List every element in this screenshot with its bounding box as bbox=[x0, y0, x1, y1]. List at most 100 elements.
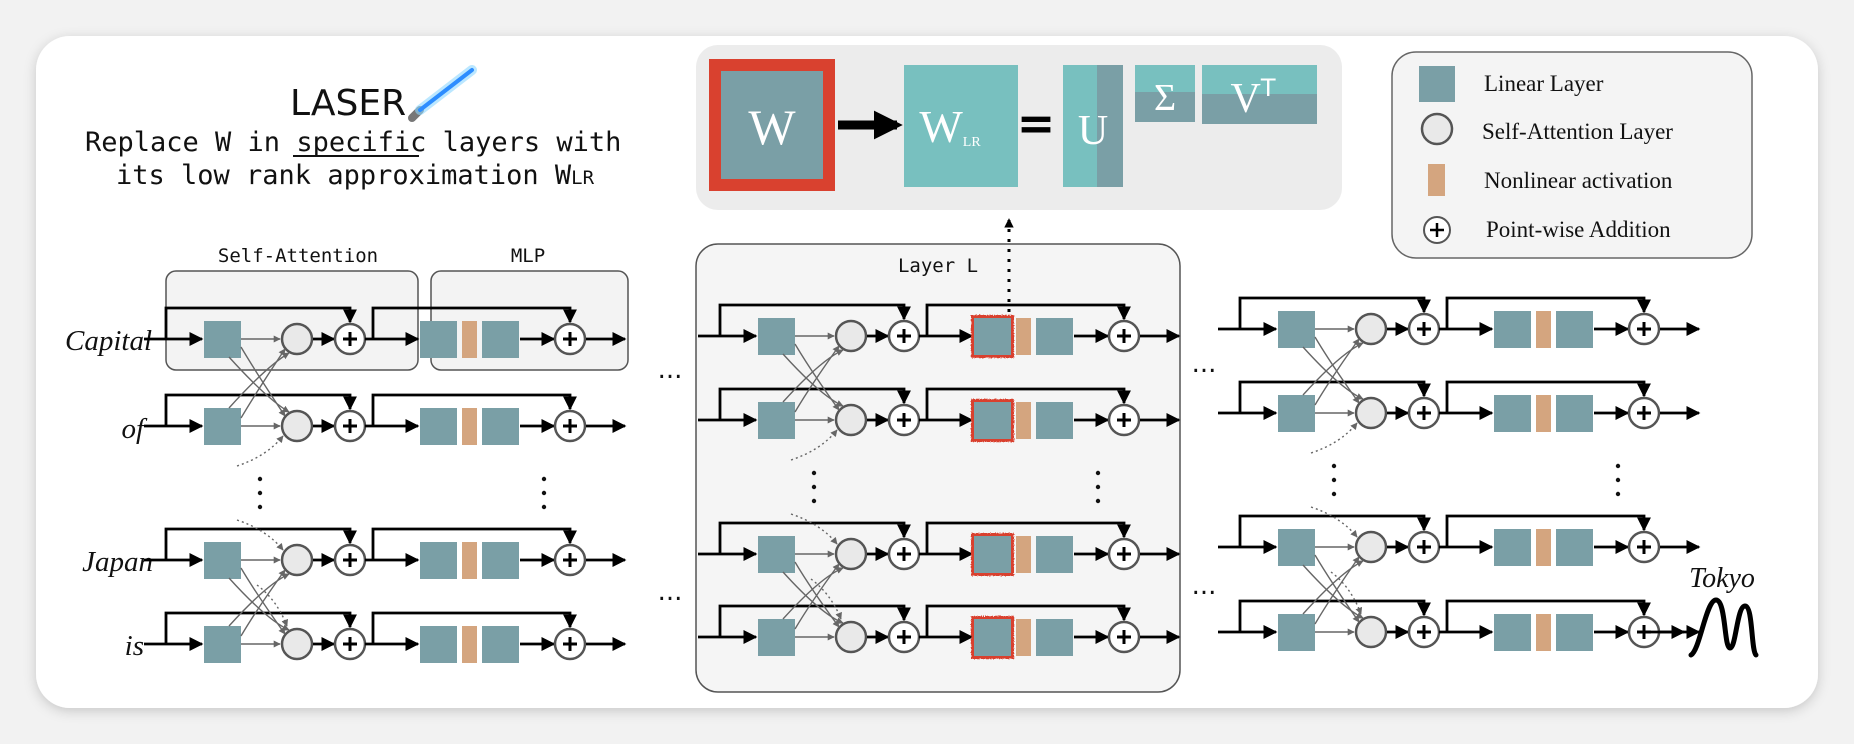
layer-row bbox=[1218, 380, 1701, 432]
ellipsis-bottom-1: ... bbox=[658, 577, 683, 607]
attention-connection bbox=[782, 567, 844, 620]
equation-w-matrix: W bbox=[709, 59, 835, 191]
ellipsis-dot bbox=[541, 504, 547, 510]
linear-layer bbox=[758, 318, 795, 355]
ellipsis-dot bbox=[257, 504, 263, 510]
attention-connection bbox=[810, 578, 842, 620]
residual-connection bbox=[925, 387, 1131, 420]
linear-layer bbox=[1556, 614, 1593, 651]
equation-u-matrix: U bbox=[1063, 65, 1123, 187]
ellipsis-dot bbox=[1615, 477, 1621, 483]
output-distribution-icon bbox=[1688, 597, 1759, 658]
pointwise-addition-node bbox=[1107, 403, 1141, 437]
ellipsis-dot bbox=[811, 470, 817, 476]
pointwise-addition-node bbox=[1107, 620, 1141, 654]
linear-layer bbox=[482, 626, 519, 663]
linear-layer bbox=[1036, 619, 1073, 656]
vertical-ellipsis bbox=[811, 470, 1101, 504]
token-is: is bbox=[125, 630, 144, 662]
linear-layer bbox=[1556, 529, 1593, 566]
ellipsis-dot bbox=[811, 498, 817, 504]
pointwise-addition-node bbox=[1107, 319, 1141, 353]
transformer-rows bbox=[144, 296, 1701, 663]
attention-connection bbox=[228, 356, 290, 413]
residual-connection bbox=[718, 521, 911, 554]
linear-layer bbox=[204, 321, 241, 358]
residual-connection bbox=[1238, 296, 1431, 329]
linear-layer bbox=[758, 402, 795, 439]
attention-connection bbox=[790, 429, 838, 461]
nonlinear-activation bbox=[1536, 311, 1551, 348]
pointwise-addition-node bbox=[1407, 396, 1441, 430]
pointwise-addition-node bbox=[553, 543, 587, 577]
svg-text:VT: VT bbox=[1230, 74, 1275, 122]
layer-row bbox=[698, 604, 1181, 659]
pointwise-addition-node bbox=[1407, 530, 1441, 564]
self-attention-block bbox=[165, 270, 419, 371]
attention-connection bbox=[782, 571, 844, 624]
residual-connection bbox=[1445, 514, 1651, 547]
ellipsis-dot bbox=[541, 490, 547, 496]
nonlinear-activation bbox=[462, 626, 477, 663]
nonlinear-activation bbox=[1016, 536, 1031, 573]
legend-box bbox=[1391, 51, 1753, 259]
linear-layer bbox=[974, 402, 1011, 439]
linear-layer bbox=[420, 321, 457, 358]
pointwise-addition-icon bbox=[1423, 216, 1451, 244]
self-attention-node bbox=[834, 620, 868, 654]
pointwise-addition-node bbox=[1627, 615, 1661, 649]
linear-layer bbox=[1494, 395, 1531, 432]
pointwise-addition-node bbox=[553, 409, 587, 443]
pointwise-addition-node bbox=[887, 319, 921, 353]
residual-connection bbox=[164, 611, 357, 644]
pointwise-addition-node bbox=[333, 409, 367, 443]
token-capital: Capital bbox=[65, 325, 152, 357]
layer-l-panel bbox=[695, 243, 1181, 693]
ellipsis-top-1: ... bbox=[658, 355, 683, 385]
attention-connection bbox=[256, 584, 289, 627]
attention-crosslinks bbox=[228, 346, 290, 637]
nonlinear-activation bbox=[1536, 529, 1551, 566]
layer-row bbox=[1218, 514, 1701, 566]
linear-layer bbox=[1278, 529, 1315, 566]
ellipsis-dot bbox=[1331, 477, 1337, 483]
linear-layer bbox=[482, 542, 519, 579]
ellipsis-dot bbox=[1095, 498, 1101, 504]
legend-label-nonlinear: Nonlinear activation bbox=[1484, 168, 1673, 193]
linear-layer bbox=[1494, 311, 1531, 348]
ellipsis-dot bbox=[1331, 463, 1337, 469]
residual-connection bbox=[371, 611, 577, 644]
linear-layer bbox=[420, 408, 457, 445]
nonlinear-activation bbox=[1536, 614, 1551, 651]
attention-crosslinks bbox=[1302, 336, 1364, 625]
attention-connection bbox=[240, 569, 286, 637]
linear-layer bbox=[1556, 311, 1593, 348]
attention-connection bbox=[236, 519, 284, 551]
residual-connection bbox=[371, 527, 577, 560]
residual-connection bbox=[1238, 599, 1431, 632]
mlp-label: MLP bbox=[511, 245, 545, 267]
nonlinear-activation bbox=[1016, 318, 1031, 355]
residual-connection bbox=[1445, 380, 1651, 413]
linear-layer bbox=[482, 321, 519, 358]
legend-label-attention: Self-Attention Layer bbox=[1482, 119, 1673, 144]
attention-connection bbox=[228, 352, 290, 409]
attention-connection bbox=[240, 346, 286, 417]
pointwise-addition-node bbox=[333, 543, 367, 577]
attention-connection bbox=[782, 353, 844, 407]
attention-connection bbox=[236, 435, 284, 467]
linear-layer bbox=[974, 536, 1011, 573]
linear-layer bbox=[420, 542, 457, 579]
residual-connection bbox=[1238, 514, 1431, 547]
attention-connection bbox=[782, 349, 844, 403]
attention-connection bbox=[1314, 338, 1360, 406]
linear-layer bbox=[204, 542, 241, 579]
nonlinear-activation bbox=[462, 321, 477, 358]
residual-connection bbox=[925, 521, 1131, 554]
pointwise-addition-node bbox=[1407, 312, 1441, 346]
token-japan: Japan bbox=[82, 546, 153, 578]
linear-layer bbox=[1278, 395, 1315, 432]
attention-connection bbox=[1314, 554, 1360, 623]
attention-connection bbox=[1314, 336, 1360, 404]
residual-connection bbox=[1238, 380, 1431, 413]
